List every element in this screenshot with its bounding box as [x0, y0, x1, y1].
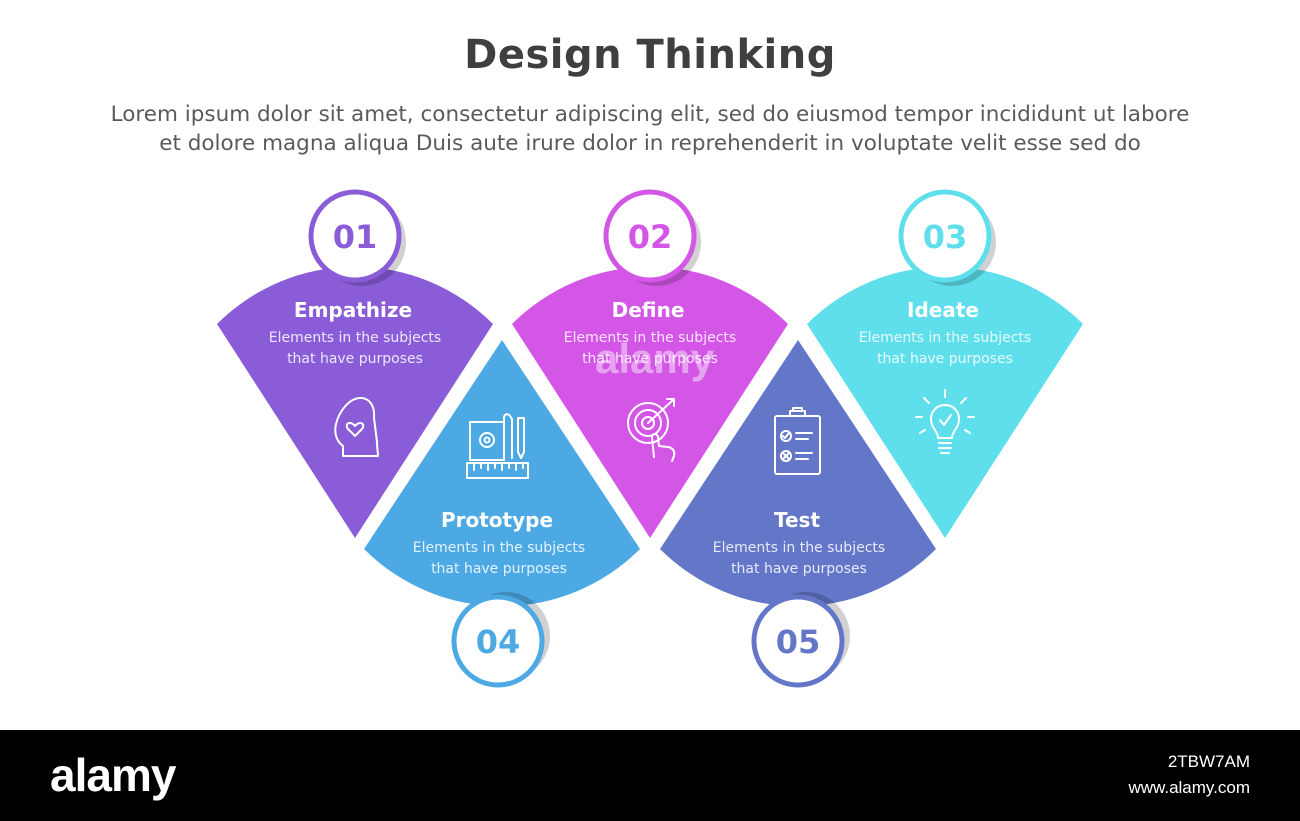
subtitle-line-2: et dolore magna aliqua Duis aute irure d… — [159, 131, 1141, 156]
step-number-ring-prototype — [451, 594, 545, 688]
footer-bar: alamy 2TBW7AM www.alamy.com — [0, 730, 1300, 821]
page-subtitle: Lorem ipsum dolor sit amet, consectetur … — [50, 100, 1250, 158]
step-number-empathize: 01 — [333, 218, 378, 256]
step-desc-line2-empathize: that have purposes — [287, 351, 423, 367]
clipboard-checklist-icon — [774, 407, 821, 475]
footer-brand-logo: alamy — [50, 749, 176, 801]
footer-image-id: 2TBW7AM — [1167, 752, 1250, 771]
watermark: alamy — [595, 335, 715, 382]
step-desc-line1-test: Elements in the subjects — [713, 540, 885, 556]
step-card-ideate: 03 Ideate Elements in the subjects that … — [807, 189, 1083, 538]
step-title-test: Test — [774, 508, 820, 532]
step-title-empathize: Empathize — [294, 298, 412, 322]
target-touch-icon — [627, 398, 676, 462]
step-title-ideate: Ideate — [907, 298, 979, 322]
step-desc-line1-ideate: Elements in the subjects — [859, 330, 1031, 346]
step-number-ideate: 03 — [923, 218, 968, 256]
step-number-define: 02 — [628, 218, 673, 256]
step-number-ring-empathize — [308, 189, 402, 283]
step-card-define: 02 Define Elements in the subjects that … — [512, 189, 788, 538]
step-shape-prototype — [364, 340, 640, 607]
step-desc-line1-empathize: Elements in the subjects — [269, 330, 441, 346]
lightbulb-icon — [915, 389, 975, 454]
step-number-ring-test — [751, 594, 845, 688]
step-number-test: 05 — [776, 623, 821, 661]
step-number-ring-define — [603, 189, 697, 283]
step-desc-line1-prototype: Elements in the subjects — [413, 540, 585, 556]
head-heart-icon — [334, 396, 379, 457]
step-shape-ideate — [807, 266, 1083, 538]
footer-url: www.alamy.com — [1128, 778, 1250, 797]
step-shape-empathize — [217, 266, 493, 538]
step-desc-line1-define: Elements in the subjects — [564, 330, 736, 346]
step-card-empathize: 01 Empathize Elements in the subjects th… — [217, 189, 493, 538]
step-title-prototype: Prototype — [441, 508, 553, 532]
design-thinking-diagram: 01 Empathize Elements in the subjects th… — [217, 189, 1083, 688]
subtitle-line-1: Lorem ipsum dolor sit amet, consectetur … — [110, 102, 1190, 127]
step-desc-line2-define: that have purposes — [582, 351, 718, 367]
step-number-prototype: 04 — [476, 623, 521, 661]
step-title-define: Define — [612, 298, 685, 322]
step-number-ring-ideate — [898, 189, 992, 283]
step-desc-line2-test: that have purposes — [731, 561, 867, 577]
blueprint-ruler-icon — [466, 413, 529, 479]
page-title: Design Thinking — [464, 32, 836, 78]
step-desc-line2-prototype: that have purposes — [431, 561, 567, 577]
step-card-test: 05 Test Elements in the subjects that ha… — [660, 340, 936, 688]
step-desc-line2-ideate: that have purposes — [877, 351, 1013, 367]
step-card-prototype: 04 Prototype Elements in the subjects th… — [364, 340, 640, 688]
